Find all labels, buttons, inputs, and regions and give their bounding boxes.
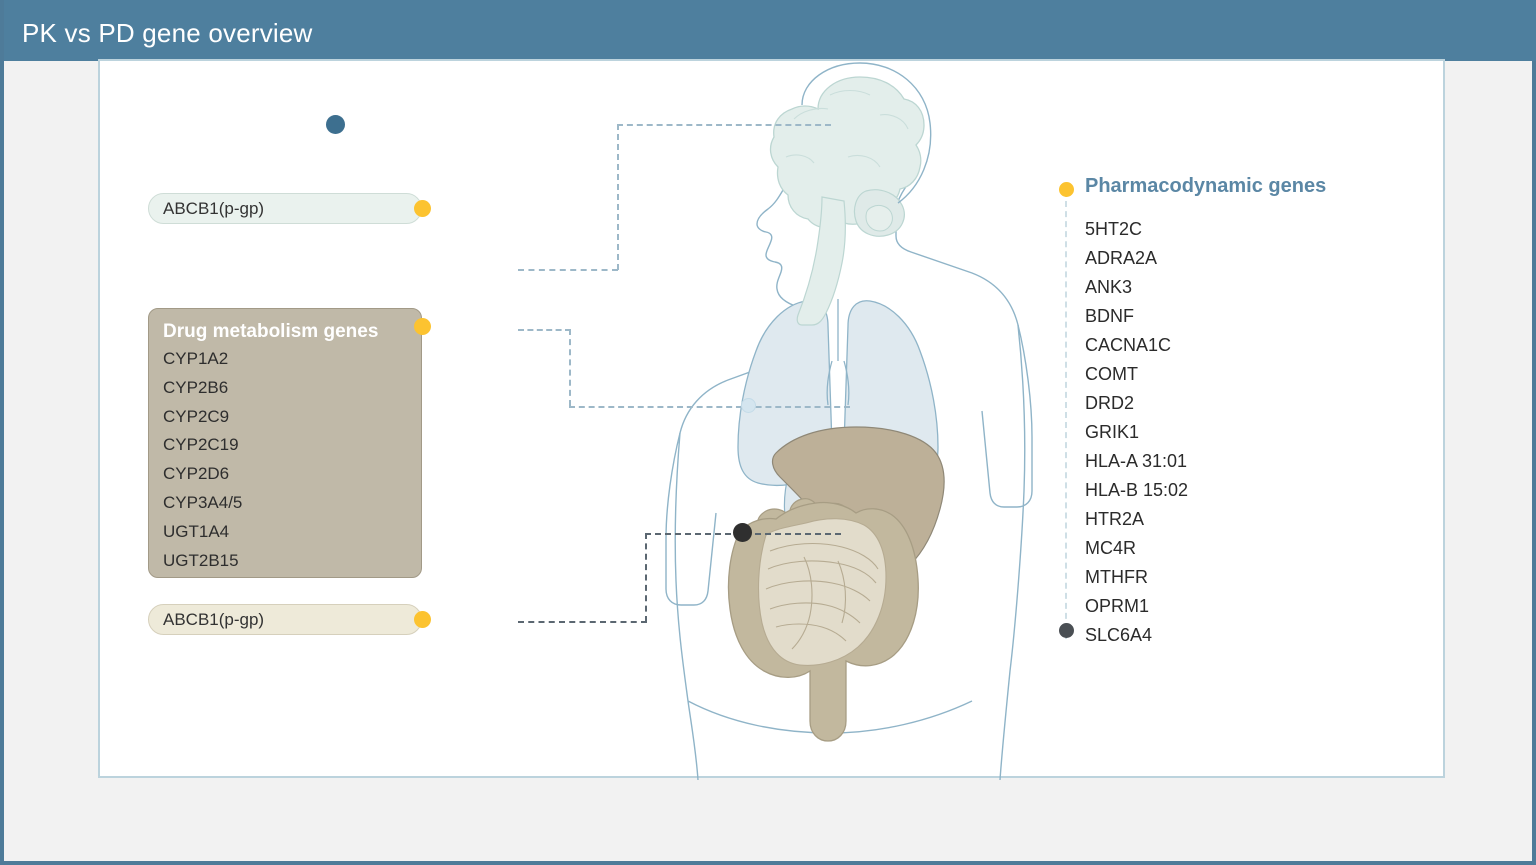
human-body-illustration [665, 62, 1033, 780]
callout-abcb1-gut[interactable]: ABCB1(p-gp) [148, 604, 422, 635]
drug-metabolism-gene-item: UGT2B15 [163, 550, 239, 570]
pd-gene-item: MTHFR [1085, 567, 1148, 587]
drug-metabolism-gene-item: CYP2C9 [163, 406, 230, 426]
drug-metabolism-gene-item: CYP1A2 [163, 349, 229, 368]
connector-abcb1-brain-seg1 [518, 269, 618, 271]
pd-legend-bottom-dot[interactable] [1059, 623, 1074, 638]
callout-abcb1-gut-label: ABCB1(p-gp) [163, 610, 265, 629]
pd-gene-item: COMT [1085, 364, 1138, 384]
header-bar: PK vs PD gene overview [4, 0, 1536, 61]
pd-gene-item: HLA-A 31:01 [1085, 451, 1188, 471]
pd-gene-item: CACNA1C [1085, 335, 1172, 355]
pd-gene-item: ANK3 [1085, 277, 1133, 297]
pd-gene-item: DRD2 [1085, 393, 1135, 413]
pd-gene-item: HTR2A [1085, 509, 1145, 529]
pharmacodynamic-genes-title: Pharmacodynamic genes [1085, 175, 1327, 197]
connector-abcb1-brain-seg2 [617, 124, 619, 270]
connector-dmg-liver-seg3 [569, 406, 850, 408]
pd-legend-dashed-line [1065, 191, 1067, 639]
drug-metabolism-gene-item: CYP3A4/5 [163, 492, 243, 512]
drug-metabolism-title: Drug metabolism genes [163, 321, 379, 342]
liver-anchor-dot[interactable] [741, 398, 756, 413]
callout-drug-metabolism-connector-dot[interactable] [414, 318, 431, 335]
connector-abcb1-gut-seg2 [645, 533, 647, 622]
pd-gene-item: BDNF [1085, 306, 1134, 326]
pd-legend-top-dot[interactable] [1059, 182, 1074, 197]
connector-abcb1-gut-seg1 [518, 621, 647, 623]
callout-drug-metabolism-genes[interactable]: Drug metabolism genes CYP1A2 CYP2B6 CYP2… [148, 308, 422, 578]
connector-dmg-liver-seg1 [518, 329, 571, 331]
pd-gene-item: ADRA2A [1085, 248, 1158, 268]
connector-abcb1-brain-seg3 [617, 124, 831, 126]
callout-abcb1-brain-label: ABCB1(p-gp) [163, 199, 265, 218]
intestine-anchor-dot[interactable] [733, 523, 752, 542]
callout-abcb1-gut-connector-dot[interactable] [414, 611, 431, 628]
pd-gene-item: OPRM1 [1085, 596, 1150, 616]
callout-abcb1-brain[interactable]: ABCB1(p-gp) [148, 193, 422, 224]
brain-anchor-dot[interactable] [326, 115, 345, 134]
pd-gene-item: GRIK1 [1085, 422, 1140, 442]
pd-gene-item: HLA-B 15:02 [1085, 480, 1189, 500]
page-title: PK vs PD gene overview [22, 18, 313, 48]
drug-metabolism-gene-item: CYP2D6 [163, 464, 230, 484]
callout-abcb1-brain-connector-dot[interactable] [414, 200, 431, 217]
drug-metabolism-gene-item: CYP2B6 [163, 377, 229, 397]
pd-gene-item: 5HT2C [1085, 219, 1143, 239]
pd-gene-item: MC4R [1085, 538, 1137, 558]
pd-gene-item: SLC6A4 [1085, 625, 1153, 645]
drug-metabolism-gene-item: CYP2C19 [163, 435, 239, 455]
drug-metabolism-gene-item: UGT1A4 [163, 521, 230, 541]
connector-dmg-liver-seg2 [569, 329, 571, 406]
